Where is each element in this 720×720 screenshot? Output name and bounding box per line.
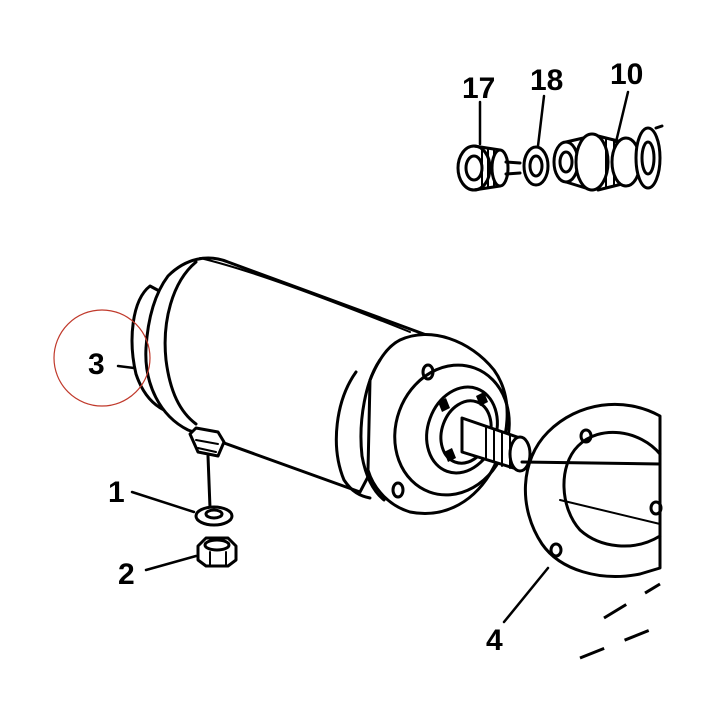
part-17-threaded-cap: [456, 144, 522, 192]
part-1-washer: 1: [108, 476, 234, 527]
part-18-ring: [522, 145, 550, 187]
label-2: 2: [118, 558, 135, 591]
label-10: 10: [610, 58, 643, 91]
label-3: 3: [88, 348, 105, 381]
highlight-circle: [53, 309, 151, 407]
label-4: 4: [486, 624, 503, 657]
label-1: 1: [108, 476, 125, 509]
label-18: 18: [530, 64, 563, 97]
label-17: 17: [462, 72, 495, 105]
part-4-flange-gasket: 4: [486, 402, 663, 660]
small-parts-group: 17 18 10: [456, 58, 664, 192]
part-2-nut: 2: [118, 536, 238, 591]
part-3-motor-body: [130, 256, 532, 515]
part-10-fitting: [552, 124, 664, 192]
